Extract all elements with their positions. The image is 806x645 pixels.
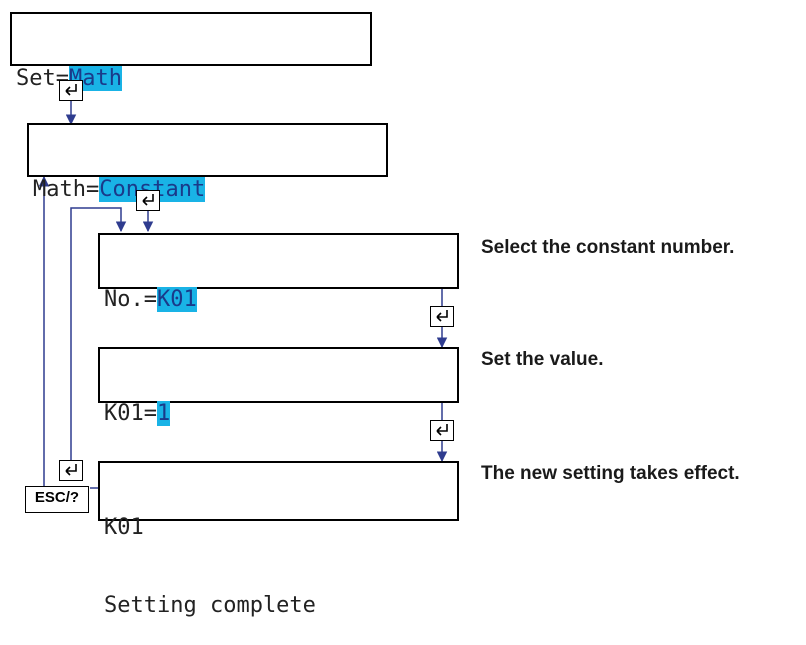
- enter-key-value[interactable]: [430, 420, 454, 441]
- esc-key[interactable]: ESC/?: [25, 486, 89, 513]
- screen-setting-complete: K01 Setting complete: [98, 461, 459, 618]
- enter-key-set[interactable]: [59, 80, 83, 101]
- screen-math-constant: Math=Constant: [27, 123, 388, 202]
- screen-number-label: No.=: [104, 287, 157, 312]
- enter-key-math[interactable]: [136, 190, 160, 211]
- screen-set-math: Set=Math: [10, 12, 372, 91]
- screen-number-value: K01: [156, 287, 197, 312]
- caption-select-number: Select the constant number.: [481, 237, 735, 258]
- screen-value-value: 1: [156, 401, 171, 426]
- screen-complete-line2: Setting complete: [104, 593, 316, 618]
- enter-key-number[interactable]: [430, 306, 454, 327]
- screen-constant-number: No.=K01: [98, 233, 459, 312]
- screen-math-label: Math=: [33, 177, 100, 202]
- screen-complete-line1: K01: [104, 515, 144, 540]
- caption-set-value: Set the value.: [481, 349, 604, 370]
- flow-line-return-to-number: [70, 207, 127, 460]
- screen-math-value: Constant: [99, 177, 206, 202]
- enter-key-complete[interactable]: [59, 460, 83, 481]
- screen-value-label: K01=: [104, 401, 157, 426]
- screen-constant-value: K01=1: [98, 347, 459, 426]
- caption-takes-effect: The new setting takes effect.: [481, 463, 740, 484]
